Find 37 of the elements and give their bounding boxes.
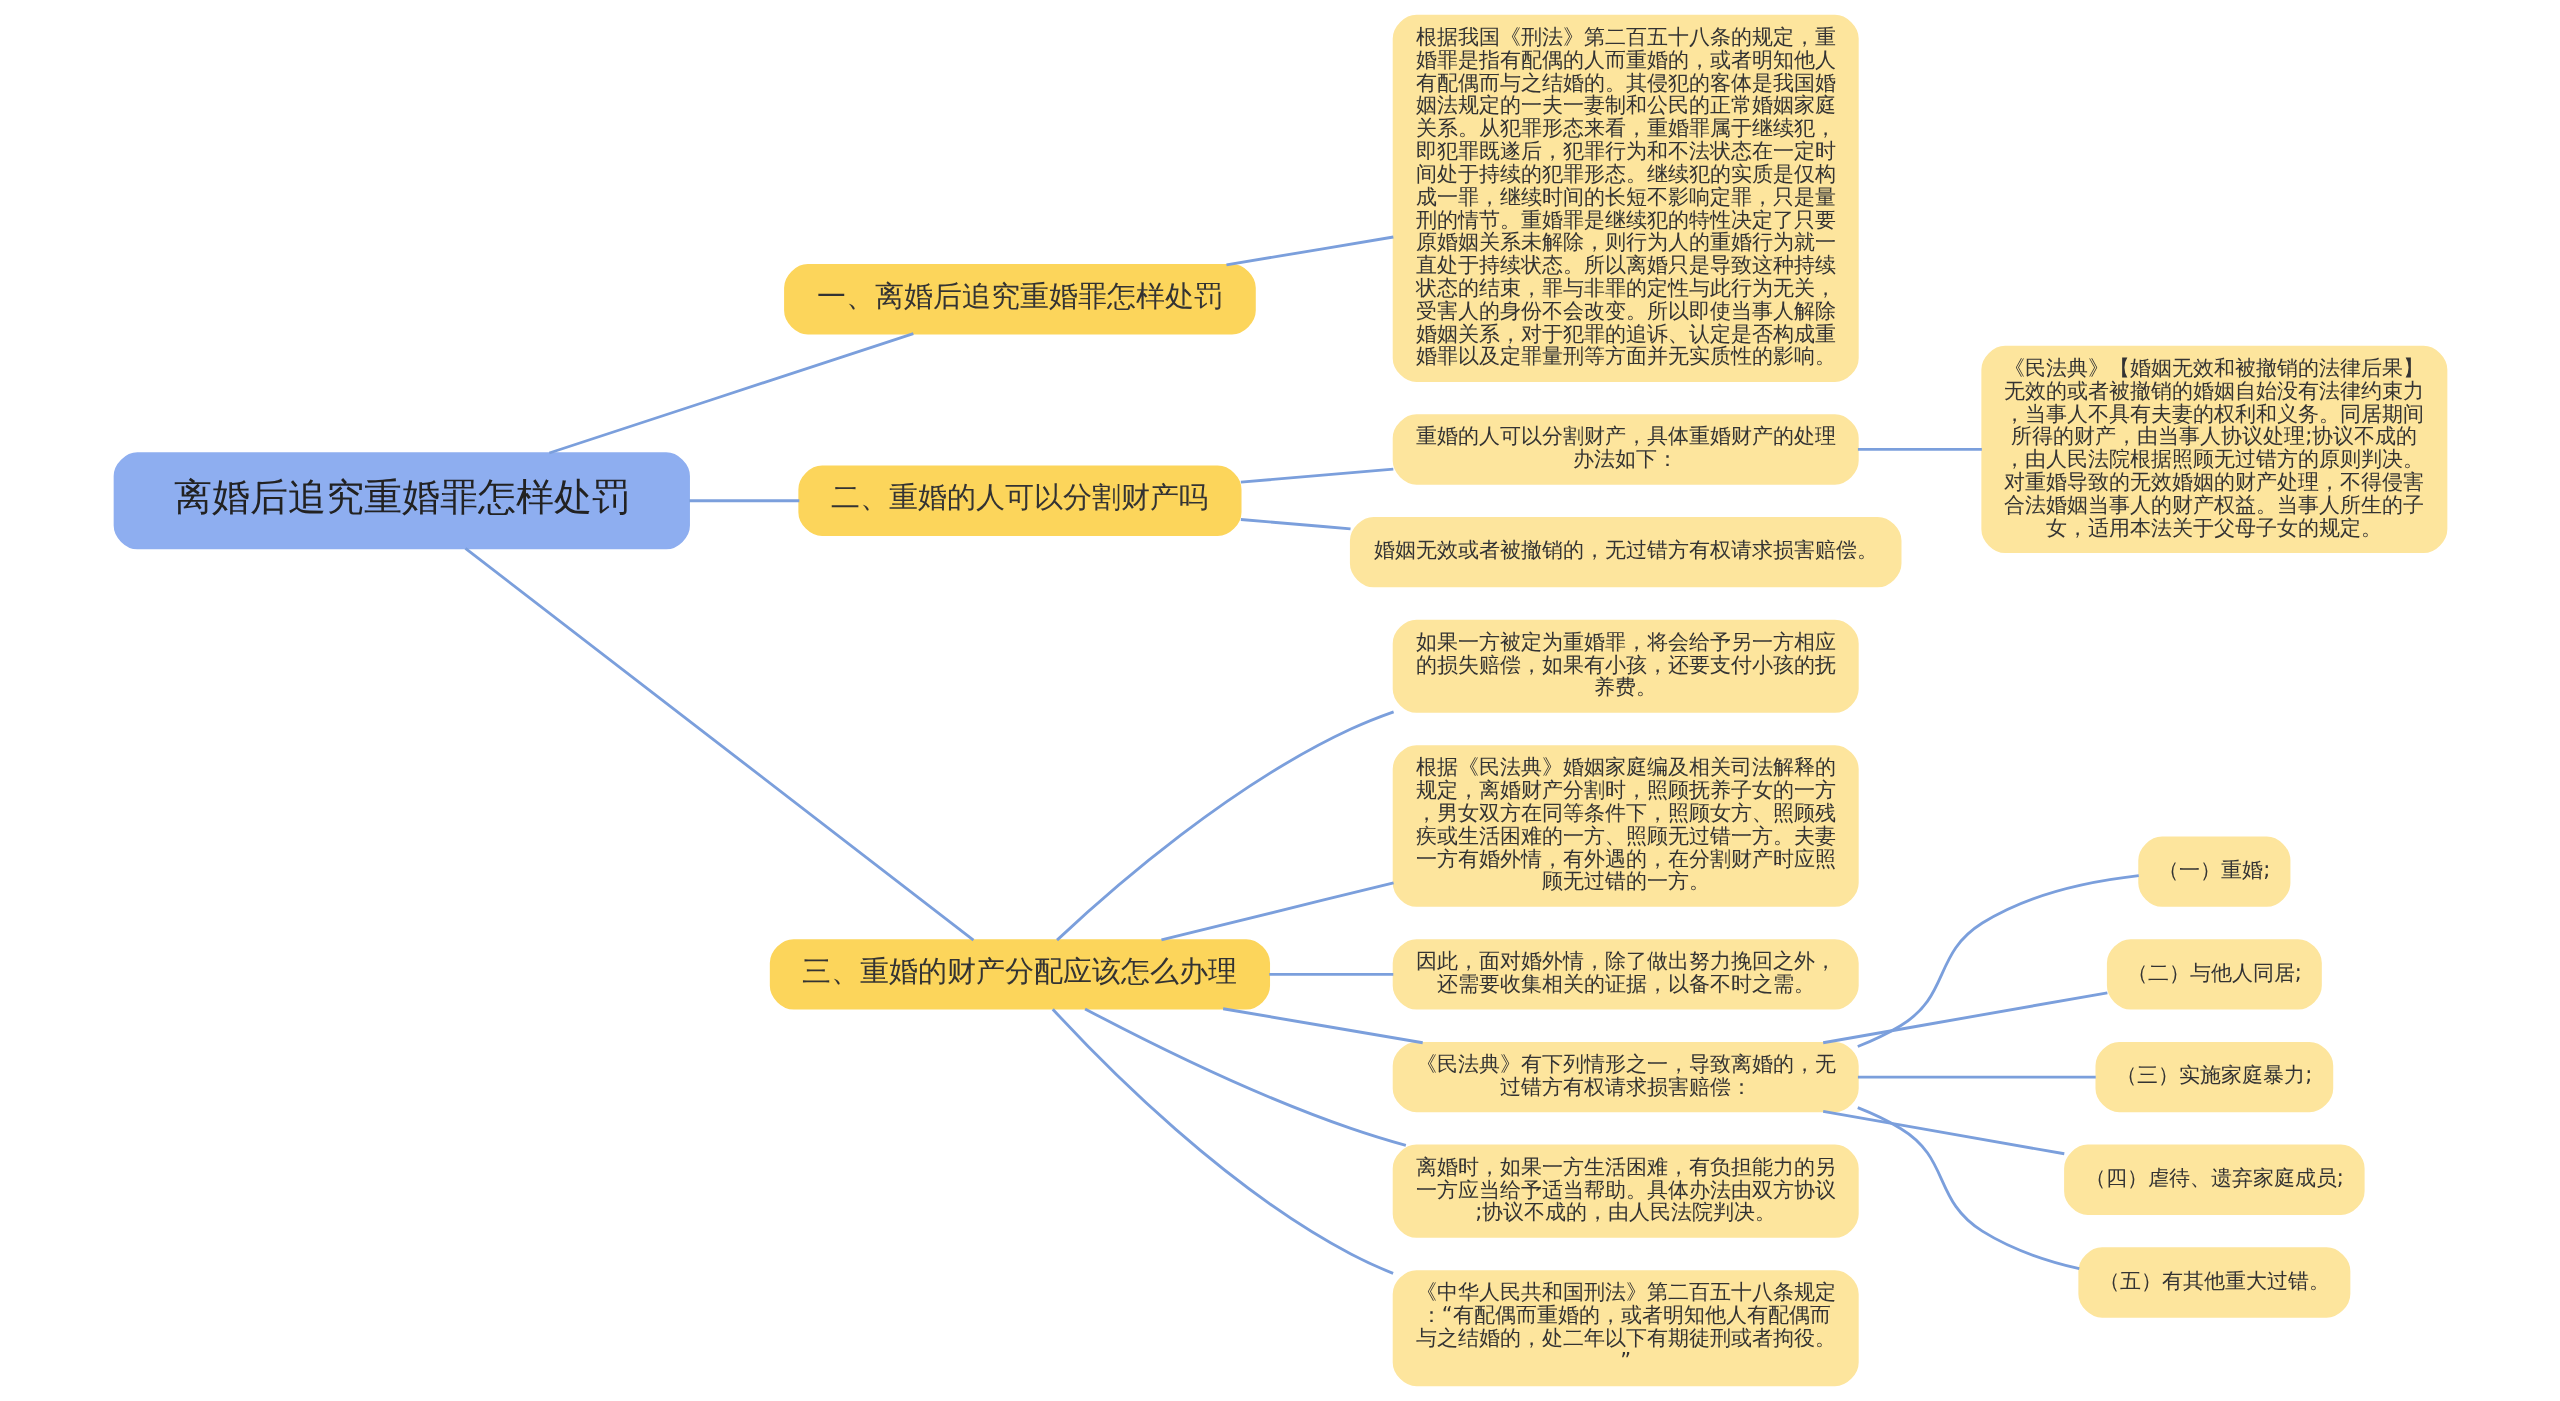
- node-box: （三）实施家庭暴力;: [2095, 1041, 2333, 1113]
- connector: [548, 332, 914, 455]
- connector: [1055, 710, 1394, 942]
- connector: [1822, 1110, 2065, 1156]
- connector: [1857, 1075, 2096, 1079]
- connector: [1160, 881, 1394, 942]
- node-box: （五）有其他重大过错。: [2077, 1247, 2350, 1318]
- node-box: 如果一方被定为重婚罪，将会给予另一方相应的损失赔偿，如果有小孩，还要支付小孩的抚养费。: [1392, 619, 1859, 713]
- connector: [1240, 467, 1393, 484]
- connector: [1268, 972, 1393, 976]
- connector: [1857, 448, 1982, 451]
- connector: [464, 547, 974, 942]
- node-box: 《中华人民共和国刑法》第二百五十八条规定：“有配偶而重婚的，或者明知他人有配偶而与之结婚的，处二年以下有期徒刑或者拘役。”: [1392, 1270, 1859, 1387]
- node-box: 婚姻无效或者被撤销的，无过错方有权请求损害赔偿。: [1349, 516, 1901, 588]
- node-box: 根据我国《刑法》第二百五十八条的规定，重婚罪是指有配偶的人而重婚的，或者明知他人有配偶而与之结婚的。其侵犯的客体是我国婚姻法规定的一夫一妻制和公民的正常婚姻家庭关系。从犯罪形态来看，重婚罪属于继续犯，即犯罪既遂后，犯罪行为和不法状态在一定时间处于持续的犯罪形态。继续犯的实质是仅构成一罪，继续时间的长短不影响定罪，只是量刑的情节。重婚罪是继续犯的特性决定了只要原婚姻关系未解除，则行为人的重婚行为就一直处于持续状态。所以离婚只是导致这种持续状态的结束，罪与非罪的定性与此行为无关，受害人的身份不会改变。所以即使当事人解除婚姻关系，对于犯罪的追诉、认定是否构成重婚罪以及定罪量刑等方面并无实质性的影响。: [1392, 14, 1859, 382]
- node-box: 离婚后追究重婚罪怎样处罚: [113, 452, 690, 550]
- connector: [1240, 518, 1351, 531]
- connector: [688, 499, 799, 503]
- connector: [1856, 1106, 2080, 1271]
- node-box: 离婚时，如果一方生活困难，有负担能力的另一方应当给予适当帮助。具体办法由双方协议;协议不成的，由人民法院判决。: [1392, 1144, 1859, 1238]
- connector: [1222, 1007, 1423, 1045]
- node-box: 三、重婚的财产分配应该怎么办理: [769, 939, 1270, 1010]
- connector: [1822, 991, 2108, 1045]
- node-box: 重婚的人可以分割财产，具体重婚财产的处理办法如下：: [1392, 414, 1859, 485]
- node-box: 《民法典》【婚姻无效和被撤销的法律后果】无效的或者被撤销的婚姻自始没有法律约束力，当事人不具有夫妻的权利和义务。同居期间所得的财产，由当事人协议处理;协议不成的，由人民法院根据照顾无过错方的原则判决。对重婚导致的无效婚姻的财产处理，不得侵害合法婚姻当事人的财产权益。当事人所生的子女，适用本法关于父母子女的规定。: [1980, 345, 2447, 554]
- connector: [1083, 1007, 1406, 1147]
- connector: [1225, 235, 1394, 267]
- node-box: 因此，面对婚外情，除了做出努力挽回之外，还需要收集相关的证据，以备不时之需。: [1392, 939, 1859, 1010]
- node-box: （二）与他人同居;: [2106, 939, 2322, 1010]
- node-box: 一、离婚后追究重婚罪怎样处罚: [783, 264, 1256, 335]
- node-box: （四）虐待、遗弃家庭成员;: [2063, 1144, 2365, 1215]
- connector: [1051, 1008, 1394, 1275]
- node-box: 《民法典》有下列情形之一，导致离婚的，无过错方有权请求损害赔偿：: [1392, 1041, 1859, 1113]
- node-box: （一）重婚;: [2137, 836, 2290, 907]
- node-box: 二、重婚的人可以分割财产吗: [797, 465, 1241, 536]
- node-box: 根据《民法典》婚姻家庭编及相关司法解释的规定，离婚财产分割时，照顾抚养子女的一方，男女双方在同等条件下，照顾女方、照顾残疾或生活困难的一方、照顾无过错一方。夫妻一方有婚外情，有外遇的，在分割财产时应照顾无过错的一方。: [1392, 745, 1859, 907]
- connector: [1856, 874, 2139, 1048]
